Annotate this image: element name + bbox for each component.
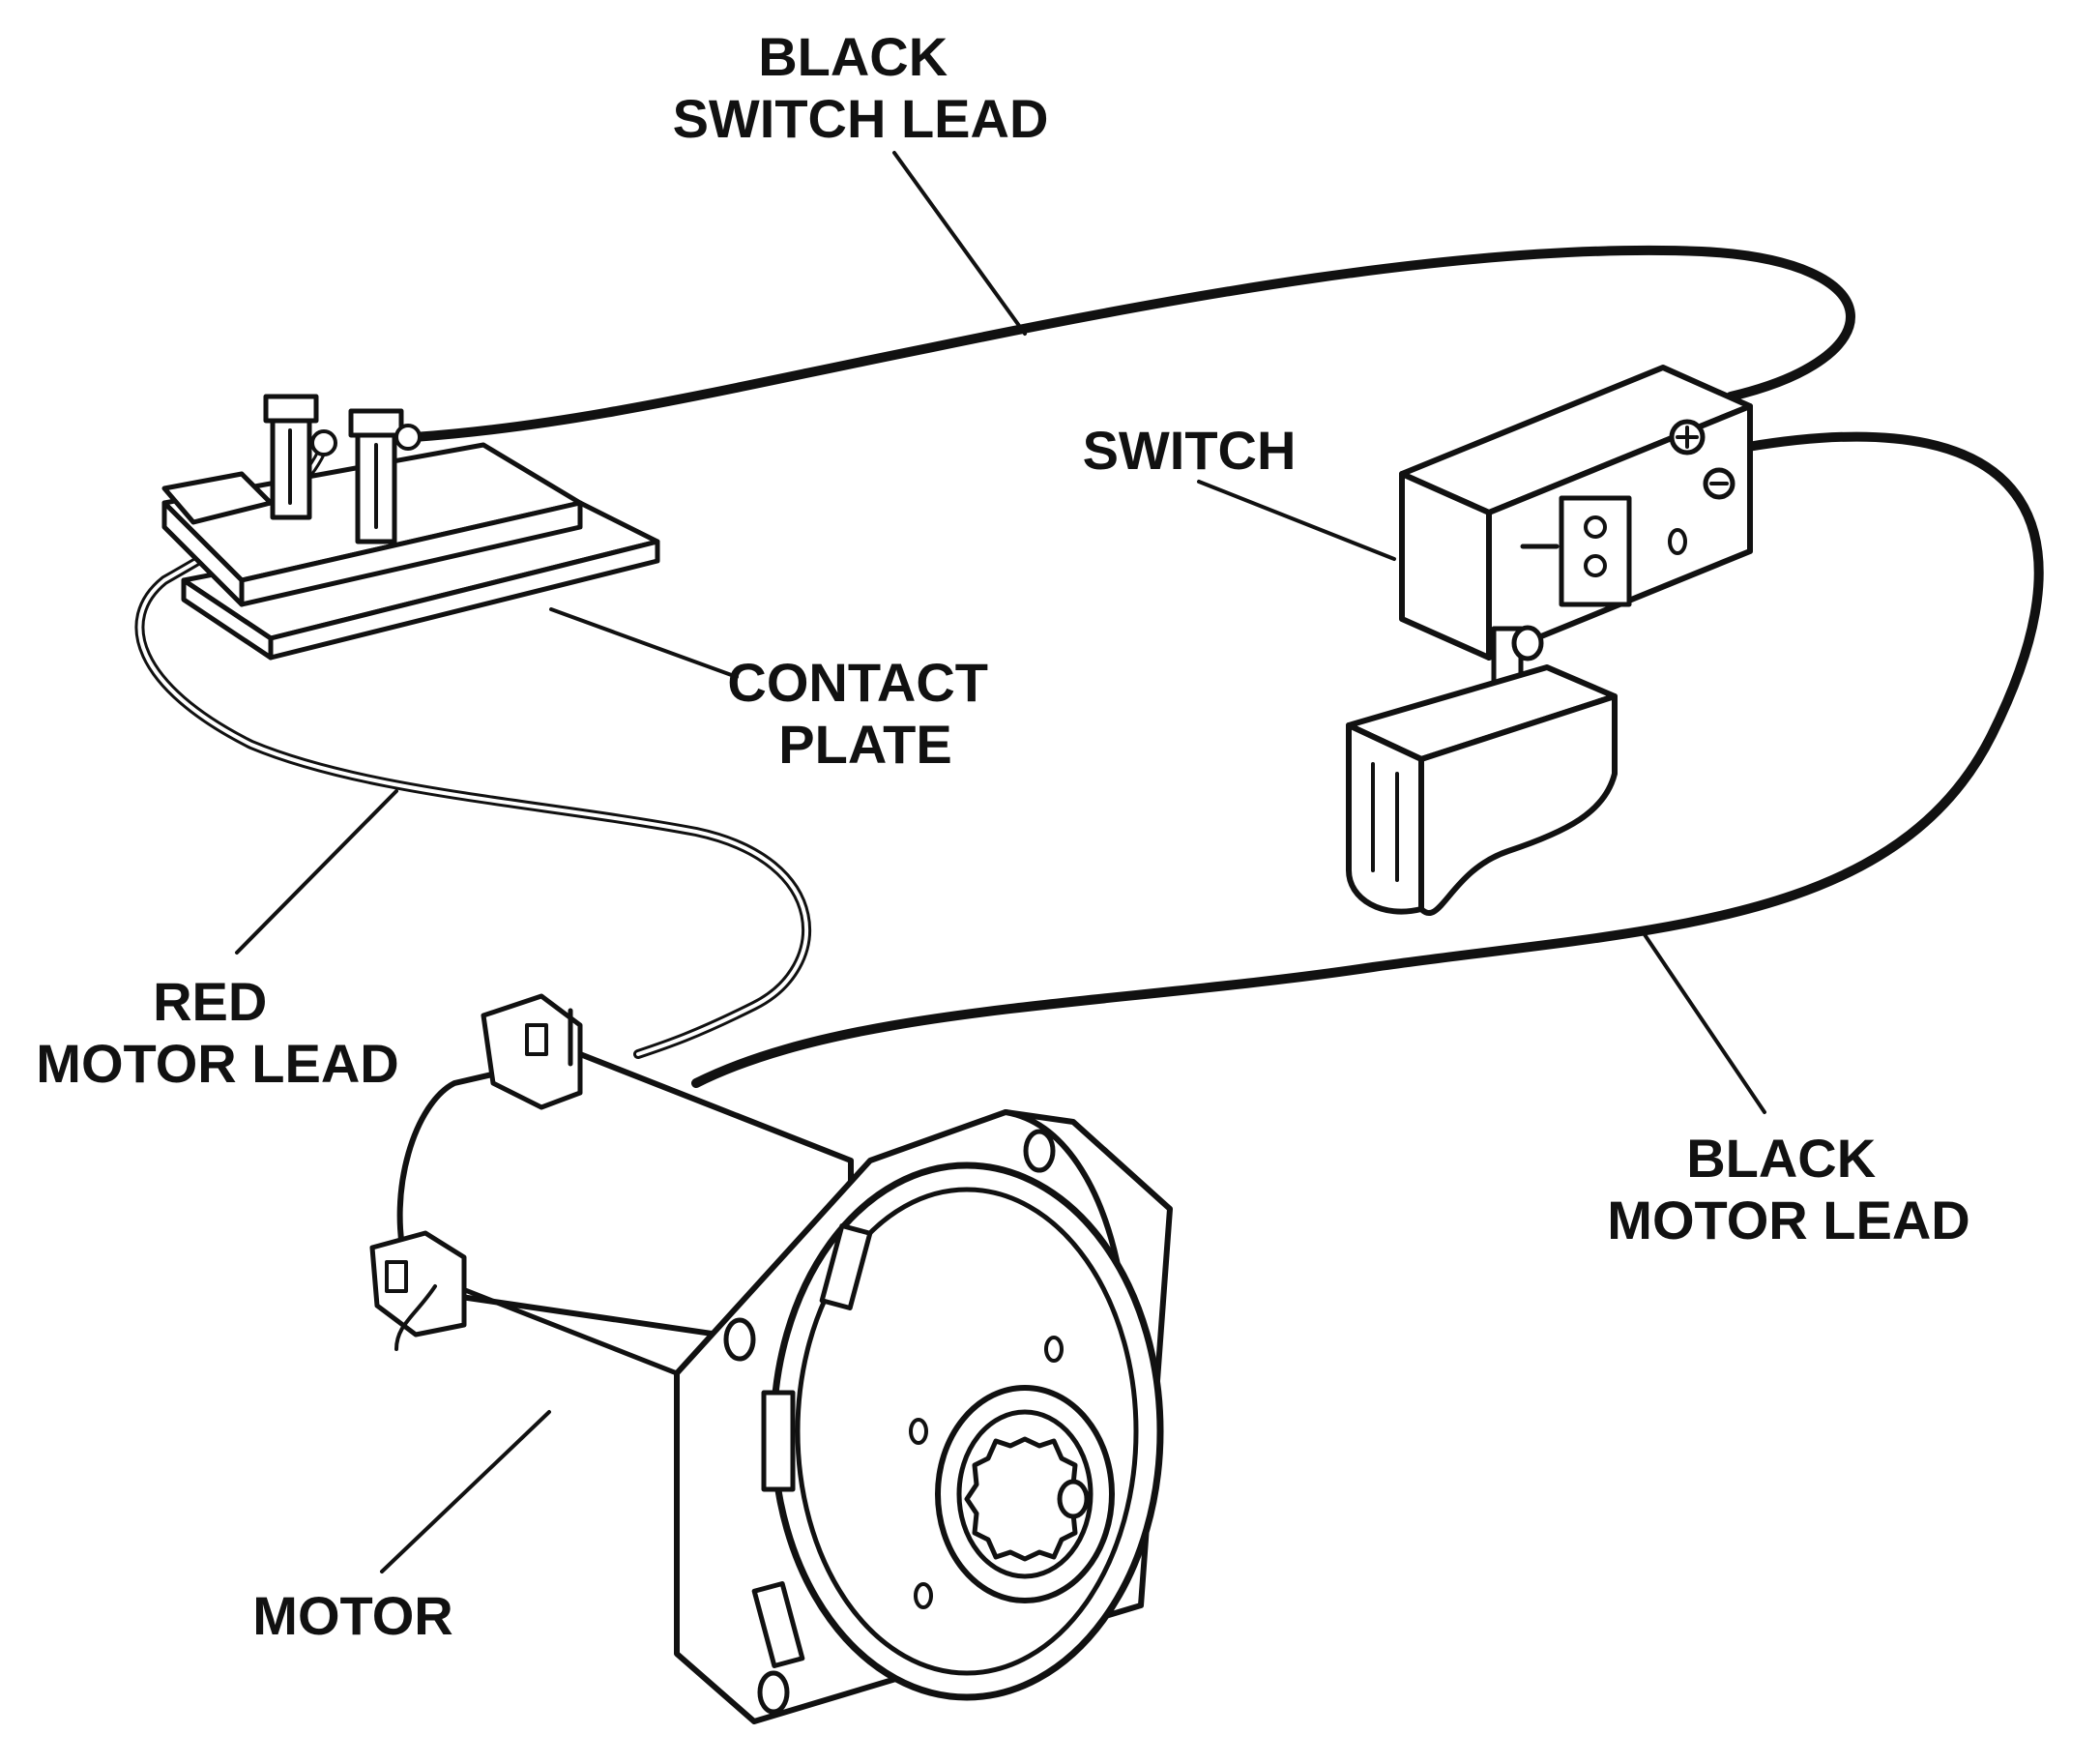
black-switch-lead-wire bbox=[409, 245, 1855, 442]
label-red-motor-lead: RED MOTOR LEAD bbox=[36, 971, 398, 1094]
label-motor: MOTOR bbox=[252, 1585, 452, 1646]
label-black-switch-lead: BLACK SWITCH LEAD bbox=[673, 26, 1049, 149]
label-black-motor-lead: BLACK MOTOR LEAD bbox=[1607, 1128, 1969, 1250]
label-contact-plate: CONTACT PLATE bbox=[727, 652, 1003, 775]
leader-contact-plate bbox=[549, 607, 739, 679]
leader-red-motor-lead bbox=[235, 789, 398, 955]
leader-switch bbox=[1197, 480, 1396, 561]
black-motor-lead-wire bbox=[691, 431, 2044, 1088]
label-switch: SWITCH bbox=[1083, 420, 1297, 481]
leader-black-switch-lead bbox=[892, 151, 1027, 336]
contact-plate bbox=[161, 394, 660, 661]
leader-black-motor-lead bbox=[1642, 931, 1766, 1114]
motor bbox=[369, 993, 1173, 1724]
leader-motor bbox=[380, 1410, 551, 1573]
switch bbox=[1346, 365, 1753, 916]
